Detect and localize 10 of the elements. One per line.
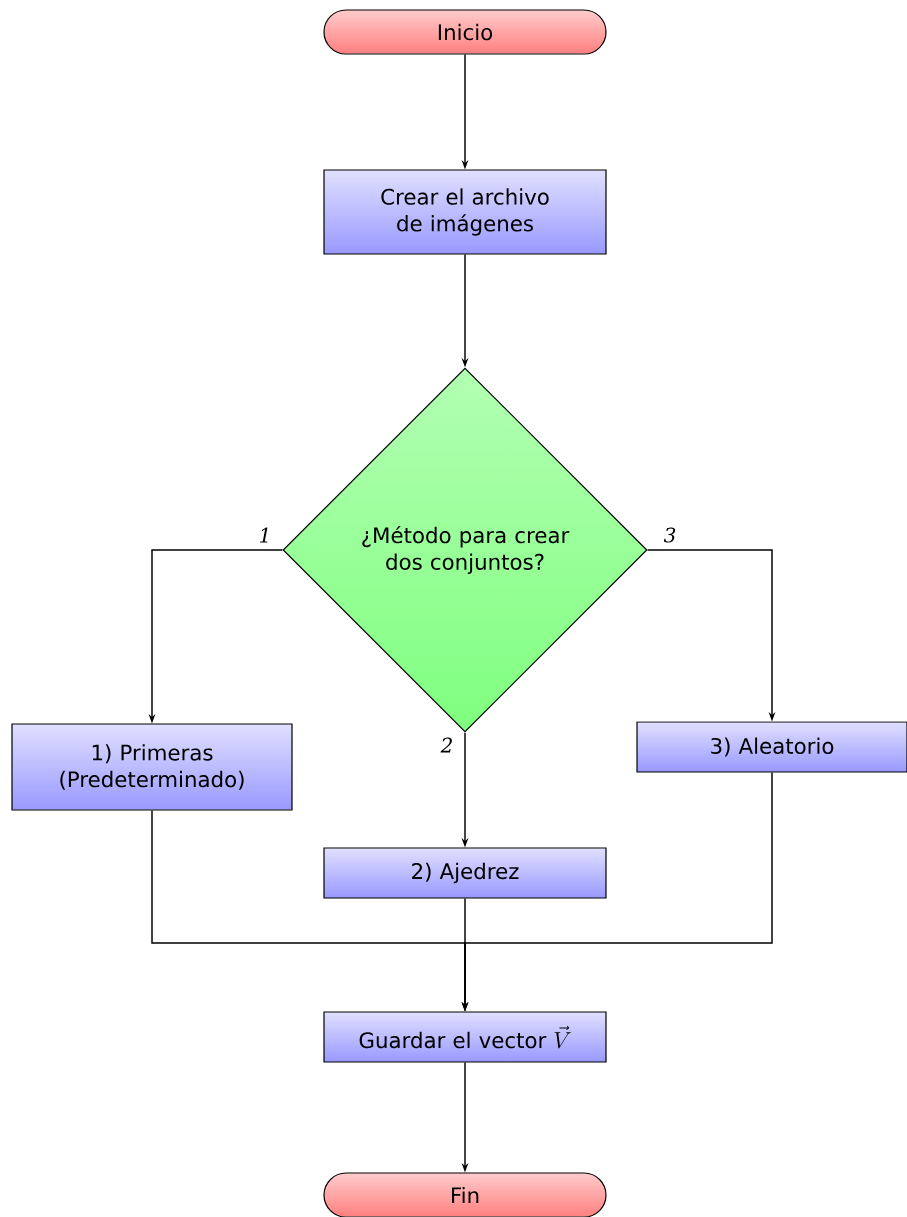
edge-label: 1 <box>260 527 268 543</box>
process-box: Guardar el vector $\vec{V}$ <box>323 1011 607 1063</box>
edge-label: 2 <box>440 737 452 753</box>
process-box: Crear el archivo de imágenes <box>323 169 607 255</box>
edge-label: 3 <box>663 527 676 543</box>
process-box: 2) Ajedrez <box>323 847 607 899</box>
terminal-box: Fin <box>323 1172 607 1217</box>
process-box: 1) Primeras (Predeterminado) <box>11 723 293 811</box>
process-box: 3) Aleatorio <box>636 721 907 773</box>
terminal-box: Inicio <box>323 9 607 55</box>
